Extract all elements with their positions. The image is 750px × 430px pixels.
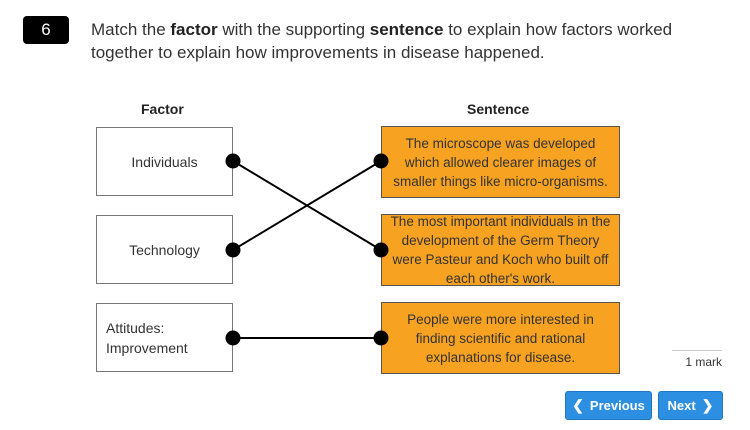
sentence-connector-dot[interactable] bbox=[373, 242, 389, 258]
factor-label: Attitudes:Improvement bbox=[106, 319, 188, 356]
question-text: Match the factor with the supporting sen… bbox=[91, 20, 673, 62]
sentence-box-scientific-explanations[interactable]: People were more interested in finding s… bbox=[381, 302, 620, 374]
next-button-label: Next bbox=[667, 398, 696, 413]
chevron-left-icon: ❮ bbox=[572, 397, 584, 413]
factor-column-header: Factor bbox=[141, 101, 184, 117]
previous-button-label: Previous bbox=[589, 398, 645, 413]
marks-label: 1 mark bbox=[685, 355, 722, 369]
factor-label: Technology bbox=[129, 241, 200, 258]
sentence-column-header: Sentence bbox=[467, 101, 530, 117]
factor-connector-dot[interactable] bbox=[225, 153, 241, 169]
factor-box-attitudes-improvement[interactable]: Attitudes:Improvement bbox=[96, 303, 233, 372]
sentence-connector-dot[interactable] bbox=[373, 330, 389, 346]
previous-button[interactable]: ❮ Previous bbox=[565, 391, 652, 420]
sentence-box-microscope[interactable]: The microscope was developed which allow… bbox=[381, 126, 620, 198]
next-button[interactable]: Next ❯ bbox=[658, 391, 723, 420]
sentence-text: The microscope was developed which allow… bbox=[393, 135, 608, 189]
chevron-right-icon: ❯ bbox=[701, 397, 714, 413]
factor-box-technology[interactable]: Technology bbox=[96, 215, 233, 284]
sentence-text: People were more interested in finding s… bbox=[407, 311, 594, 365]
sentence-box-germ-theory[interactable]: The most important individuals in the de… bbox=[381, 214, 620, 286]
sentence-text: The most important individuals in the de… bbox=[390, 214, 611, 286]
connection-line bbox=[232, 160, 382, 251]
factor-connector-dot[interactable] bbox=[225, 330, 241, 346]
factor-label: Individuals bbox=[131, 153, 198, 170]
factor-connector-dot[interactable] bbox=[225, 242, 241, 258]
factor-box-individuals[interactable]: Individuals bbox=[96, 127, 233, 196]
sentence-connector-dot[interactable] bbox=[373, 153, 389, 169]
question-number-badge: 6 bbox=[23, 16, 69, 44]
marks-divider bbox=[672, 350, 722, 351]
